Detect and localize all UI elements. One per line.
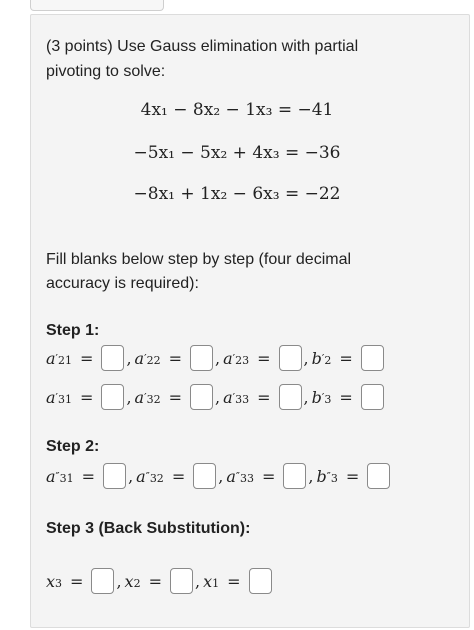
equation-3: −8x₁ + 1x₂ − 6x₃ = −22 xyxy=(133,184,341,204)
input-x1[interactable] xyxy=(248,568,272,594)
var-a33-double-prime: a″33 xyxy=(226,466,254,486)
var-a33: a′33 xyxy=(223,387,250,407)
input-x2[interactable] xyxy=(169,568,193,594)
var-b3: b′3 xyxy=(311,387,332,407)
step-1-title: Step 1: xyxy=(46,322,100,339)
var-a31: a′31 xyxy=(46,387,73,407)
equation-2: −5x₁ − 5x₂ + 4x₃ = −36 xyxy=(133,143,341,163)
var-a32-double-prime: a″32 xyxy=(136,466,164,486)
instructions-line-2: accuracy is required): xyxy=(46,275,199,292)
input-b2-step1[interactable] xyxy=(360,345,384,371)
var-a22: a′22 xyxy=(134,348,161,368)
step-3-title: Step 3 (Back Substitution): xyxy=(46,520,251,537)
step-2-title: Step 2: xyxy=(46,438,100,455)
input-a32-step2[interactable] xyxy=(193,463,217,489)
question-line-1: (3 points) Use Gauss elimination with pa… xyxy=(46,38,359,55)
top-tab xyxy=(30,0,164,11)
step-1-row-1: a′21 = , a′22 = , a′23 = , b′2 = xyxy=(46,342,384,374)
var-b2: b′2 xyxy=(311,348,332,368)
input-a31-step1[interactable] xyxy=(101,384,125,410)
var-a32: a′32 xyxy=(134,387,161,407)
instructions: Fill blanks below step by step (four dec… xyxy=(46,248,406,296)
var-a21: a′21 xyxy=(46,348,73,368)
var-a23: a′23 xyxy=(223,348,250,368)
step-1-row-2: a′31 = , a′32 = , a′33 = , b′3 = xyxy=(46,381,384,413)
question-line-2: pivoting to solve: xyxy=(46,63,166,80)
input-a22-step1[interactable] xyxy=(190,345,213,371)
question-panel xyxy=(30,14,470,628)
input-a21-step1[interactable] xyxy=(101,345,125,371)
input-b3-step1[interactable] xyxy=(360,384,384,410)
input-a32-step1[interactable] xyxy=(190,384,213,410)
var-a31-double-prime: a″31 xyxy=(46,466,74,486)
input-b3-step2[interactable] xyxy=(367,463,391,489)
input-a31-step2[interactable] xyxy=(103,463,127,489)
question-text: (3 points) Use Gauss elimination with pa… xyxy=(46,34,406,84)
equation-1: 4x₁ − 8x₂ − 1x₃ = −41 xyxy=(140,100,334,120)
step-2-row: a″31 = , a″32 = , a″33 = , b″3 = xyxy=(46,460,391,492)
input-x3[interactable] xyxy=(91,568,115,594)
instructions-line-1: Fill blanks below step by step (four dec… xyxy=(46,251,352,268)
input-a23-step1[interactable] xyxy=(278,345,302,371)
input-a33-step2[interactable] xyxy=(283,463,307,489)
var-b3-double-prime: b″3 xyxy=(316,466,338,486)
input-a33-step1[interactable] xyxy=(278,384,302,410)
